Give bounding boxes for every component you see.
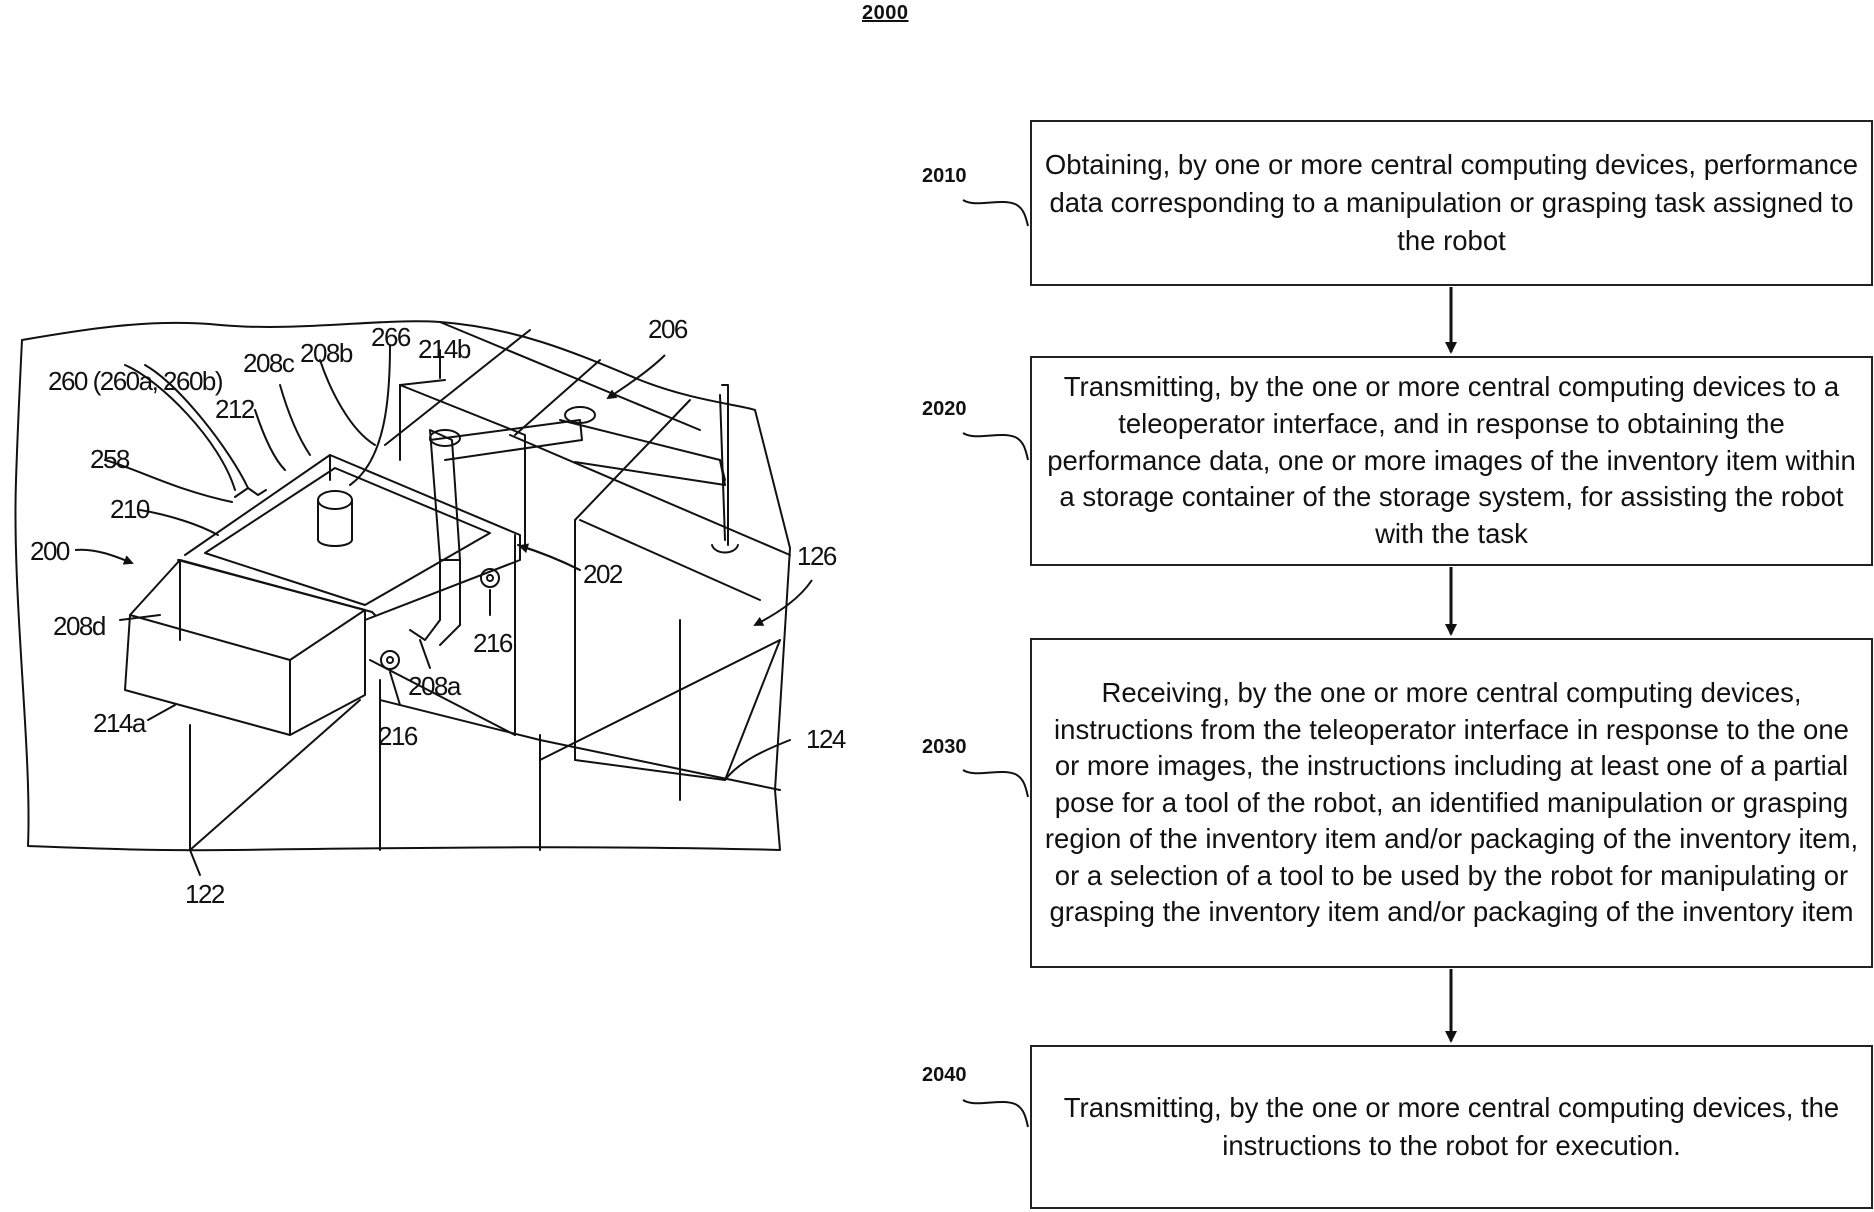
leader-2040 [963, 1100, 1028, 1127]
label-216-right: 216 [473, 628, 513, 658]
label-216-left: 216 [378, 721, 418, 751]
label-206: 206 [648, 314, 688, 344]
label-214b: 214b [418, 334, 471, 364]
label-202: 202 [583, 559, 623, 589]
label-208c: 208c [243, 348, 295, 378]
label-122: 122 [185, 879, 225, 909]
wheel-216-front [381, 651, 399, 669]
leader-2030 [963, 770, 1028, 797]
storage-system-drawing [15, 321, 790, 875]
label-210: 210 [110, 494, 150, 524]
label-200: 200 [30, 536, 70, 566]
leader-2010 [963, 200, 1028, 226]
label-208d: 208d [53, 611, 105, 641]
label-214a: 214a [93, 708, 147, 738]
label-266: 266 [371, 322, 411, 352]
pointer-126 [755, 580, 812, 625]
label-124: 124 [806, 724, 846, 754]
label-260: 260 (260a, 260b) [48, 366, 223, 396]
label-208a: 208a [408, 671, 462, 701]
pointer-206 [608, 355, 665, 398]
robot-arm [430, 430, 460, 560]
label-212: 212 [215, 394, 255, 424]
leader-2020 [963, 433, 1028, 460]
label-258: 258 [90, 444, 130, 474]
drawing-border [15, 321, 790, 850]
pointer-202 [520, 546, 580, 570]
pointer-200 [75, 550, 132, 563]
label-126: 126 [797, 541, 837, 571]
label-208b: 208b [300, 338, 353, 368]
step-leaders [963, 200, 1028, 1127]
